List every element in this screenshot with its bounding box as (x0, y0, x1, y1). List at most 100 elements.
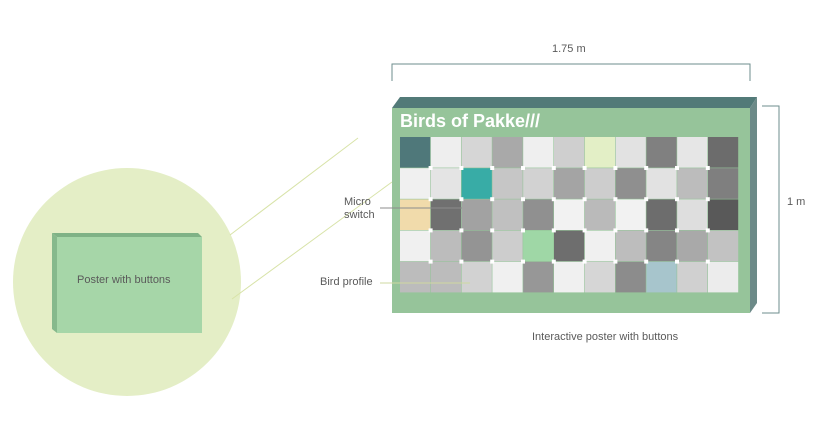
bird-button-r5-c4 (492, 261, 523, 293)
micro-switch (613, 166, 618, 170)
zoom-poster-front (57, 237, 202, 333)
bird-button-r4-c8 (615, 230, 646, 262)
zoom-connector-top (229, 137, 359, 236)
bird-button-r2-c6 (554, 168, 585, 199)
micro-switch (459, 228, 464, 233)
bird-button-r1-c10 (677, 137, 708, 168)
micro-switch (675, 259, 679, 264)
micro-switch (551, 197, 556, 202)
bird-button-r5-c1 (400, 261, 431, 293)
bird-button-r3-c10 (677, 199, 708, 230)
bird-button-r1-c8 (615, 137, 646, 168)
bird-button-r3-c1 (400, 199, 431, 230)
micro-switch (582, 197, 587, 202)
micro-switch (644, 228, 649, 233)
bird-button-r2-c11 (708, 168, 739, 199)
micro-switch (582, 166, 587, 170)
bird-profile-label: Bird profile (320, 276, 373, 288)
bird-button-r3-c3 (461, 199, 492, 230)
bird-button-r3-c11 (708, 199, 739, 230)
micro-switch (675, 197, 679, 202)
micro-switch (428, 197, 433, 202)
micro-switch (428, 228, 433, 233)
bird-button-r5-c6 (554, 261, 585, 293)
micro-switch (459, 166, 464, 170)
zoom-poster-label: Poster with buttons (77, 274, 171, 286)
poster-top-face (392, 97, 757, 108)
bird-button-r1-c4 (492, 137, 523, 168)
micro-switch (705, 259, 710, 264)
micro-switch (582, 259, 587, 264)
bird-button-r1-c11 (708, 137, 739, 168)
bird-button-r2-c7 (584, 168, 615, 199)
micro-switch (490, 228, 495, 233)
micro-switch (644, 197, 649, 202)
bird-button-r1-c2 (430, 137, 461, 168)
zoom-poster-top (52, 233, 202, 237)
micro-switch (459, 259, 464, 264)
micro-switch (644, 259, 649, 264)
bird-button-r4-c6 (554, 230, 585, 262)
bird-button-r5-c5 (523, 261, 554, 293)
bird-button-r2-c8 (615, 168, 646, 199)
bird-button-r4-c9 (646, 230, 677, 262)
micro-switch (705, 228, 710, 233)
micro-switch-label: Micro switch (344, 196, 375, 221)
micro-switch (459, 197, 464, 202)
micro-switch (521, 228, 525, 233)
bird-button-r3-c5 (523, 199, 554, 230)
button-grid (400, 137, 739, 293)
bird-button-r1-c9 (646, 137, 677, 168)
micro-switch (428, 166, 433, 170)
micro-switch (613, 197, 618, 202)
bird-button-r2-c5 (523, 168, 554, 199)
bird-button-r3-c4 (492, 199, 523, 230)
bird-button-r4-c11 (708, 230, 739, 262)
bird-button-r3-c9 (646, 199, 677, 230)
bird-button-r1-c6 (554, 137, 585, 168)
poster-title: Birds of Pakke/// (400, 111, 541, 131)
zoom-connector-bottom (231, 181, 393, 300)
bird-button-r2-c4 (492, 168, 523, 199)
bird-button-r4-c4 (492, 230, 523, 262)
bird-button-r5-c10 (677, 261, 708, 293)
micro-switch-label-line2: switch (344, 208, 375, 221)
micro-switch (521, 166, 525, 170)
bird-button-r4-c3 (461, 230, 492, 262)
bird-button-r5-c7 (584, 261, 615, 293)
bird-button-r5-c11 (708, 261, 739, 293)
bird-button-r4-c10 (677, 230, 708, 262)
height-dimension-line (762, 105, 780, 314)
micro-switch (551, 228, 556, 233)
micro-switch-label-line1: Micro (344, 196, 371, 208)
micro-switch (490, 259, 495, 264)
bird-button-r4-c5 (523, 230, 554, 262)
bird-button-r5-c3 (461, 261, 492, 293)
micro-switch (521, 197, 525, 202)
bird-button-r3-c6 (554, 199, 585, 230)
micro-switch (551, 166, 556, 170)
micro-switch (582, 228, 587, 233)
micro-switch (613, 228, 618, 233)
micro-switch (644, 166, 649, 170)
micro-switch (675, 228, 679, 233)
bird-button-r2-c10 (677, 168, 708, 199)
micro-switch (551, 259, 556, 264)
micro-switch (490, 166, 495, 170)
bird-button-r2-c9 (646, 168, 677, 199)
micro-switch (705, 166, 710, 170)
width-dimension-line (391, 63, 751, 81)
bird-button-r5-c8 (615, 261, 646, 293)
micro-switch (675, 166, 679, 170)
bird-button-r4-c2 (430, 230, 461, 262)
bird-button-r4-c1 (400, 230, 431, 262)
height-label: 1 m (787, 196, 806, 208)
width-label: 1.75 m (552, 43, 586, 55)
bird-button-r1-c1 (400, 137, 431, 168)
bird-button-r3-c7 (584, 199, 615, 230)
bird-button-r1-c7 (584, 137, 615, 168)
zoom-poster-left (52, 233, 57, 333)
bird-button-r1-c3 (461, 137, 492, 168)
poster-side-face (750, 97, 757, 313)
